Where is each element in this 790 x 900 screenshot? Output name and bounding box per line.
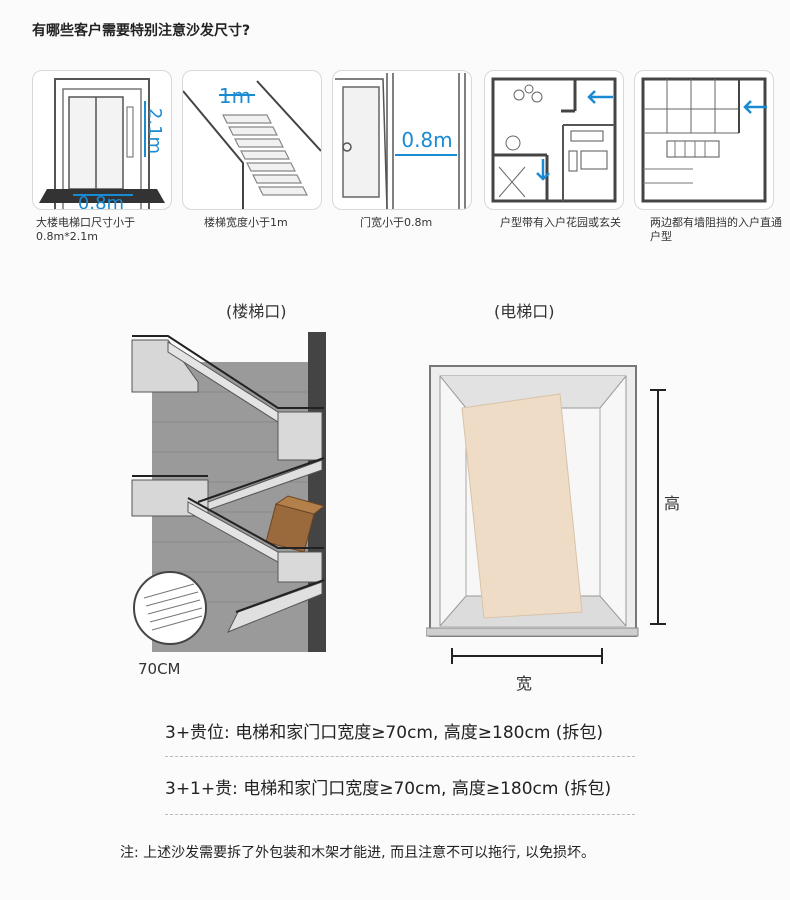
card-elevator: 2.1m 0.8m — [32, 70, 172, 210]
elevator-label: (电梯口) — [494, 302, 555, 321]
door-width-label: 0.8m — [401, 128, 452, 152]
caption-elevator: 大楼电梯口尺寸小于0.8m*2.1m — [36, 216, 135, 243]
card-direct-entry — [634, 70, 774, 210]
elevator-width-label: 0.8m — [78, 193, 124, 209]
spec-line-3-1-seat: 3+1+贵: 电梯和家门口宽度≥70cm, 高度≥180cm (拆包) — [165, 779, 612, 799]
stairs-label: (楼梯口) — [226, 302, 287, 321]
case-cards: 2.1m 0.8m 大楼电梯口尺寸小于0.8m*2.1m — [32, 70, 782, 250]
elevator-illustration — [426, 365, 666, 664]
stairs-icon: 1m — [183, 73, 321, 209]
headline: 有哪些客户需要特别注意沙发尺寸? — [32, 23, 251, 39]
spec-line-3-seat: 3+贵位: 电梯和家门口宽度≥70cm, 高度≥180cm (拆包) — [165, 723, 604, 743]
staircase-illustration — [131, 332, 326, 652]
elevator-height-label: 2.1m — [144, 108, 165, 154]
caption-direct-entry: 两边都有墙阻挡的入户直通户型 — [650, 216, 782, 243]
divider — [165, 814, 635, 815]
height-label: 高 — [664, 494, 681, 513]
card-garden — [484, 70, 624, 210]
footnote: 注: 上述沙发需要拆了外包装和木架才能进, 而且注意不可以拖行, 以免损坏。 — [120, 845, 595, 861]
card-stairs: 1m — [182, 70, 322, 210]
stair-width-label: 1m — [219, 84, 251, 108]
caption-stairs: 楼梯宽度小于1m — [204, 216, 288, 229]
caption-door: 门宽小于0.8m — [360, 216, 433, 229]
floorplan-direct-icon — [637, 73, 771, 207]
elevator-door-icon: 2.1m 0.8m — [35, 73, 169, 209]
stair-width-70cm: 70CM — [138, 660, 181, 678]
divider — [165, 756, 635, 757]
door-icon: 0.8m — [335, 73, 469, 209]
floorplan-garden-icon — [487, 73, 621, 207]
caption-garden: 户型带有入户花园或玄关 — [500, 216, 621, 229]
card-door: 0.8m — [332, 70, 472, 210]
width-label: 宽 — [516, 674, 533, 693]
